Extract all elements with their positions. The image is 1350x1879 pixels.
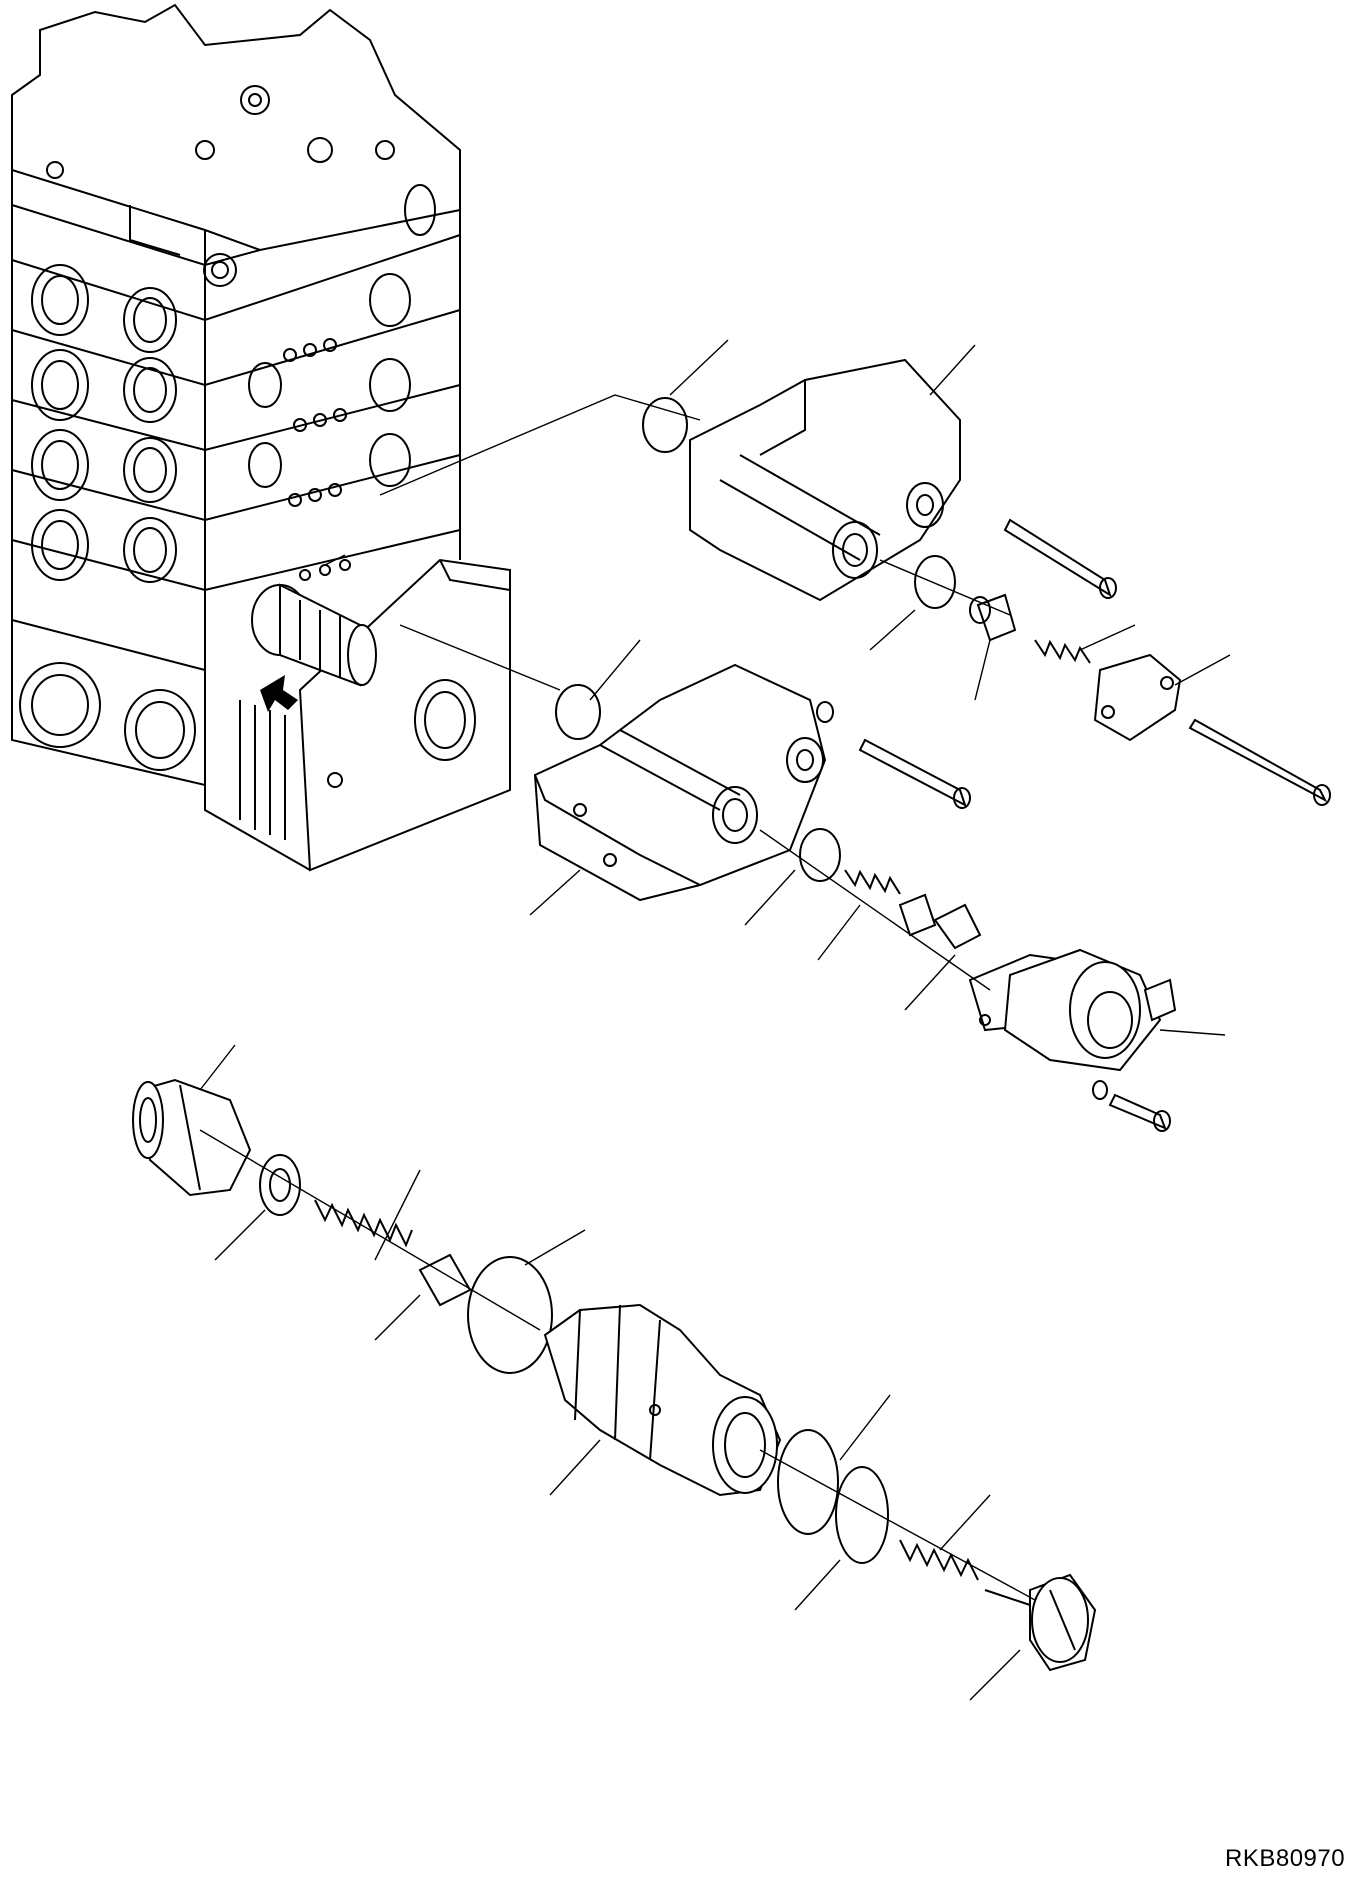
relief-sleeve [140,1080,250,1195]
drawing-reference-code: RKB80970 [1225,1845,1345,1872]
middle-cover-assembly [535,665,1175,1131]
bolt-long-upper [1190,720,1325,800]
upper-cover-assembly [643,360,1330,805]
adjust-screw-middle [935,905,980,948]
bolt-middle [860,740,965,805]
o-ring-upper [643,398,687,452]
o-ring-relief-2 [836,1467,888,1563]
poppet-relief [420,1255,470,1305]
backup-ring [260,1155,300,1215]
spring-relief [315,1200,412,1245]
o-ring-upper-right [915,556,955,608]
spring-middle [845,870,900,894]
cover-block-upper [690,360,960,600]
plate-upper [1095,655,1180,740]
washer-solenoid [1093,1081,1107,1099]
spring-upper [1035,640,1090,663]
cover-block-middle [535,665,825,900]
o-ring-relief-large [468,1257,552,1373]
solenoid-connector [1145,980,1175,1020]
o-ring-middle [556,685,600,739]
o-ring-relief-1 [778,1430,838,1534]
control-valve-body [12,5,510,870]
poppet-upper [978,595,1015,640]
bolt-solenoid [1110,1095,1165,1128]
reference-leader-lines [200,340,1230,1700]
spring-relief-outer [900,1540,978,1580]
o-ring-middle-right [800,829,840,881]
poppet-middle [900,895,935,935]
relief-valve-assembly [133,1080,1095,1670]
bolt-upper [1005,520,1110,595]
